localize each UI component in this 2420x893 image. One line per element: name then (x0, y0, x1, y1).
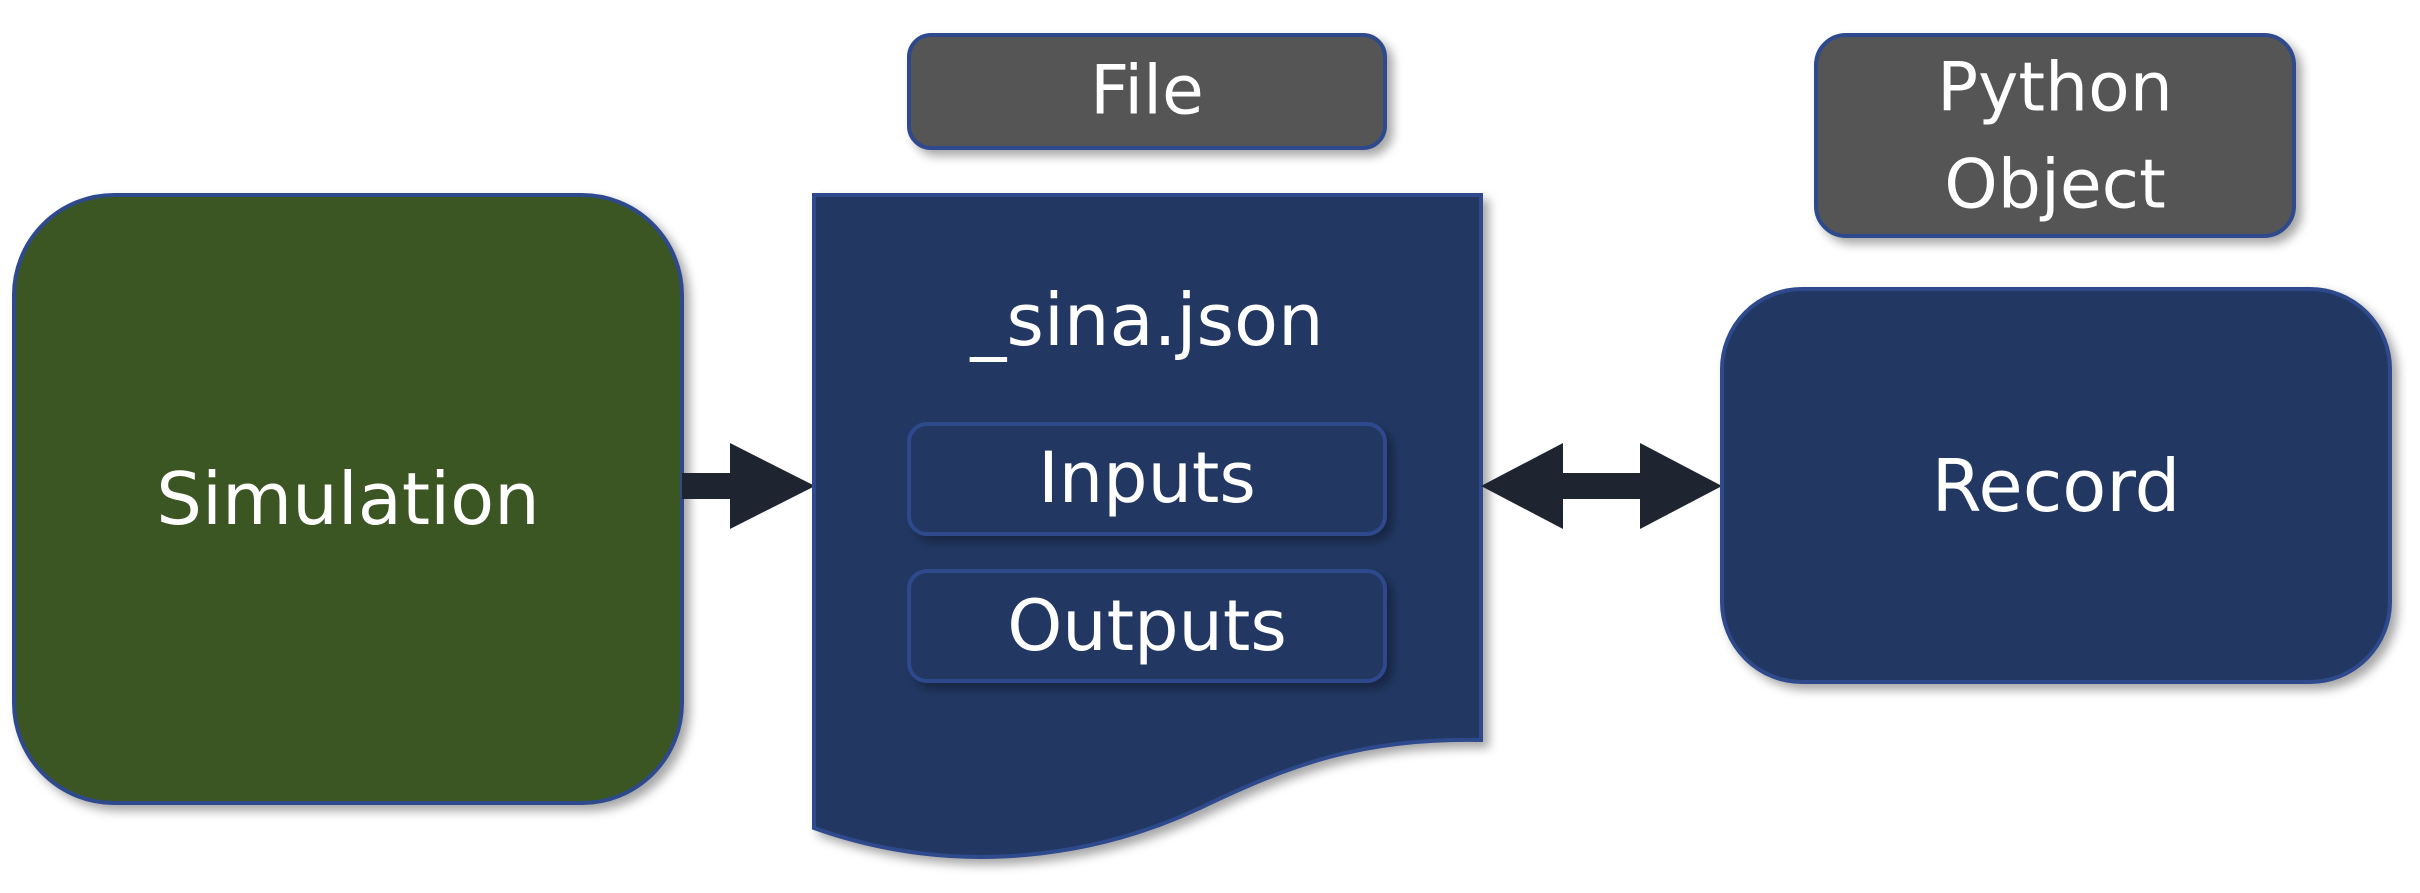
simulation-label: Simulation (156, 457, 540, 541)
record-node: Record (1720, 287, 2392, 684)
inputs-section-box (907, 422, 1387, 536)
arrow-file-record-bidirectional (1481, 443, 1722, 529)
simulation-node: Simulation (12, 193, 684, 805)
inputs-section-label: Inputs (1038, 437, 1256, 519)
document-filename: _sina.json (969, 278, 1323, 362)
file-tag-label: File (1090, 52, 1204, 131)
python-object-tag-line1: Python (1937, 49, 2173, 128)
python-object-tag: Python Object (1814, 33, 2296, 238)
arrow-right-shape (682, 443, 815, 529)
arrow-simulation-to-file (682, 443, 815, 529)
outputs-section-label: Outputs (1007, 585, 1287, 667)
record-label: Record (1932, 444, 2181, 528)
outputs-section-box (907, 569, 1387, 683)
file-tag: File (907, 33, 1387, 150)
double-arrow-shape (1481, 443, 1722, 529)
python-object-tag-line2: Object (1944, 146, 2165, 225)
python-object-tag-box (1814, 33, 2296, 238)
file-tag-box (907, 33, 1387, 150)
document-node: _sina.json Inputs Outputs (812, 193, 1483, 859)
record-box (1720, 287, 2392, 684)
